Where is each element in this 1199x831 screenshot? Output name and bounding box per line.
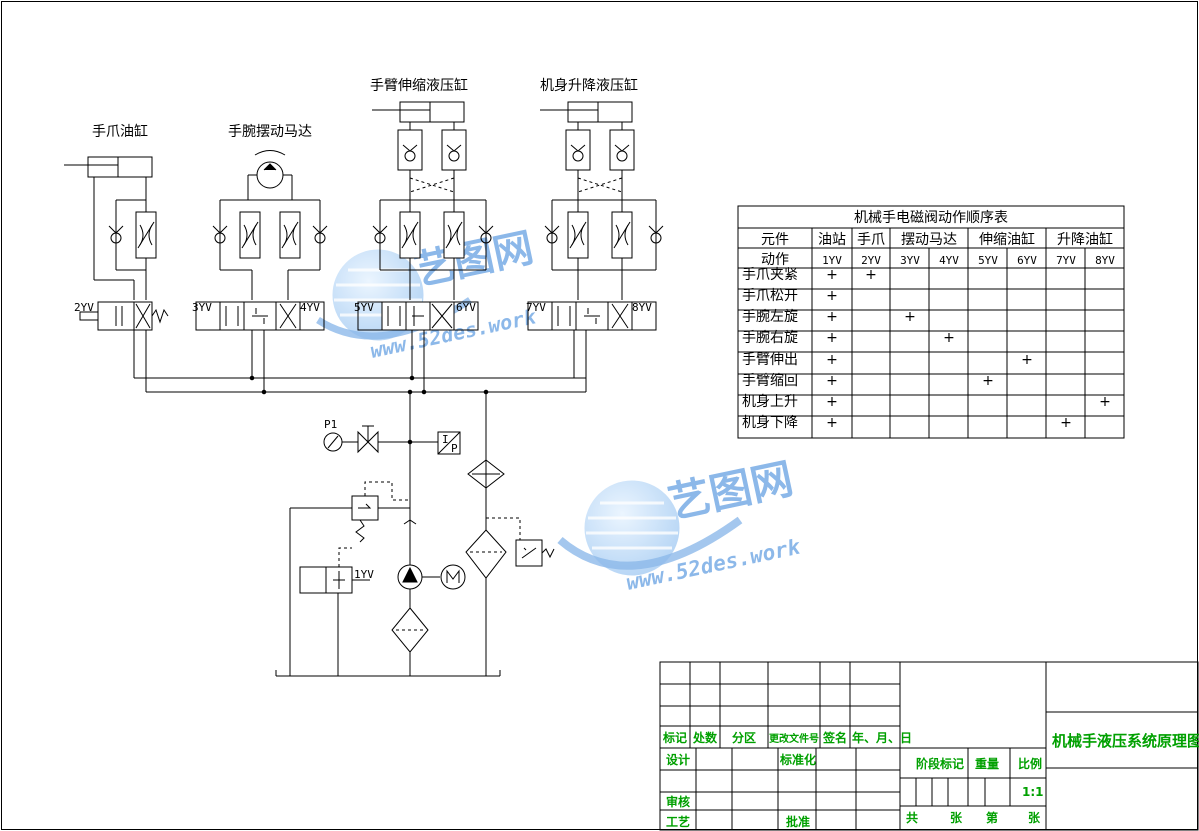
label-5yv: 5YV bbox=[354, 301, 374, 314]
tb-sheji: 设计 bbox=[666, 752, 690, 767]
tb-fenqu: 分区 bbox=[732, 730, 756, 745]
watermark-2: 艺图网 www.52des.work bbox=[557, 454, 804, 595]
label-ps-i: I bbox=[442, 433, 449, 446]
watermark-1: 艺图网 www.52des.work bbox=[316, 225, 539, 363]
tb-gengai: 更改文件号 bbox=[769, 732, 819, 745]
label-7yv: 7YV bbox=[526, 301, 546, 314]
valve-5yv-6yv bbox=[357, 301, 479, 331]
label-4yv: 4YV bbox=[300, 301, 320, 314]
table-header2-cell: 4YV bbox=[939, 254, 959, 267]
label-body-cylinder: 机身升降液压缸 bbox=[540, 77, 638, 94]
schematic bbox=[64, 101, 664, 677]
table-mark: + bbox=[826, 352, 838, 368]
table-row-action: 机身上升 bbox=[742, 394, 798, 410]
table-header2-cell: 动作 bbox=[761, 252, 789, 268]
wrist-motor bbox=[212, 150, 328, 300]
table-mark: + bbox=[826, 373, 838, 389]
valve-3yv-4yv bbox=[195, 301, 325, 331]
label-wrist-motor: 手腕摆动马达 bbox=[228, 124, 312, 140]
table-header2-cell: 7YV bbox=[1056, 254, 1076, 267]
table-header2-cell: 3YV bbox=[900, 254, 920, 267]
table-mark: + bbox=[1099, 394, 1111, 410]
arm-cylinder bbox=[372, 101, 494, 300]
table-row-action: 手爪松开 bbox=[742, 288, 798, 304]
valve-7yv-8yv bbox=[527, 301, 657, 331]
watermark-name: 艺图网 bbox=[411, 225, 538, 295]
table-mark: + bbox=[826, 288, 838, 304]
drawing-title: 机械手液压系统原理图 bbox=[1052, 732, 1199, 750]
table-header-component: 元件 bbox=[761, 232, 789, 248]
table-row-action: 手臂伸出 bbox=[742, 352, 798, 368]
table-header2-cell: 8YV bbox=[1095, 254, 1115, 267]
label-6yv: 6YV bbox=[456, 301, 476, 314]
table-header2-cell: 5YV bbox=[978, 254, 998, 267]
table-mark: + bbox=[826, 330, 838, 346]
title-block: 标记 处数 分区 更改文件号 签名 年、月、日 设计 标准化 阶段标记 重量 比… bbox=[659, 661, 1199, 831]
label-p1: P1 bbox=[324, 418, 337, 431]
table-mark: + bbox=[826, 415, 838, 431]
table-mark: + bbox=[826, 309, 838, 325]
tb-date: 年、月、日 bbox=[852, 730, 912, 745]
tb-chushu: 处数 bbox=[692, 730, 718, 745]
table-header2-cell: 6YV bbox=[1017, 254, 1037, 267]
label-gripper-cylinder: 手爪油缸 bbox=[92, 123, 148, 140]
body-cylinder bbox=[540, 101, 664, 300]
table-row-action: 手腕右旋 bbox=[742, 330, 798, 346]
watermark-name-2: 艺图网 bbox=[664, 454, 797, 528]
table-header2-cell: 1YV bbox=[822, 254, 842, 267]
tb-di: 第 bbox=[986, 810, 998, 825]
tb-gong: 共 bbox=[906, 810, 918, 825]
gripper-cylinder bbox=[64, 156, 157, 300]
main-manifold bbox=[133, 330, 587, 560]
tb-biaoji: 标记 bbox=[662, 730, 687, 745]
tb-bili: 比例 bbox=[1018, 756, 1042, 771]
table-header-lift-cyl: 升降油缸 bbox=[1057, 231, 1113, 248]
label-3yv: 3YV bbox=[192, 301, 212, 314]
table-header-telescopic-cyl: 伸缩油缸 bbox=[979, 231, 1035, 248]
table-mark: + bbox=[826, 394, 838, 410]
tb-jieduan: 阶段标记 bbox=[916, 756, 964, 771]
label-ps-p: P bbox=[451, 442, 458, 455]
pump-station bbox=[275, 425, 555, 677]
label-1yv: 1YV bbox=[354, 568, 374, 581]
table-header-swing-motor: 摆动马达 bbox=[901, 232, 957, 248]
table-row-action: 机身下降 bbox=[742, 415, 798, 431]
table-mark: + bbox=[943, 330, 955, 346]
table-row-action: 手腕左旋 bbox=[742, 309, 798, 325]
tb-biaozhunhua: 标准化 bbox=[779, 752, 816, 767]
tb-bili-value: 1:1 bbox=[1022, 785, 1044, 799]
table-mark: + bbox=[982, 373, 994, 389]
tb-shenhe: 审核 bbox=[666, 794, 690, 809]
tb-zhang1: 张 bbox=[950, 810, 963, 825]
table-row-action: 手爪夹紧 bbox=[742, 267, 798, 283]
table-title: 机械手电磁阀动作顺序表 bbox=[854, 210, 1008, 226]
tb-qianming: 签名 bbox=[822, 730, 847, 745]
tb-gongyi: 工艺 bbox=[666, 814, 690, 829]
table-header-station: 油站 bbox=[818, 232, 846, 248]
tb-zhang2: 张 bbox=[1028, 810, 1041, 825]
label-2yv: 2YV bbox=[74, 301, 94, 314]
table-header-gripper: 手爪 bbox=[857, 232, 885, 248]
table-mark: + bbox=[1021, 352, 1033, 368]
tb-pizhun: 批准 bbox=[786, 814, 810, 829]
table-row-action: 手臂缩回 bbox=[742, 373, 798, 389]
table-mark: + bbox=[1060, 415, 1072, 431]
table-mark: + bbox=[865, 267, 877, 283]
label-8yv: 8YV bbox=[632, 301, 652, 314]
table-header2-cell: 2YV bbox=[861, 254, 881, 267]
table-mark: + bbox=[904, 309, 916, 325]
table-mark: + bbox=[826, 267, 838, 283]
label-arm-cylinder: 手臂伸缩液压缸 bbox=[370, 77, 468, 94]
tb-zhongliang: 重量 bbox=[975, 756, 999, 771]
solenoid-sequence-table: 机械手电磁阀动作顺序表 元件 油站 手爪 摆动马达 伸缩油缸 升降油缸 动作 1Y… bbox=[737, 205, 1125, 439]
valve-2yv bbox=[79, 301, 169, 331]
